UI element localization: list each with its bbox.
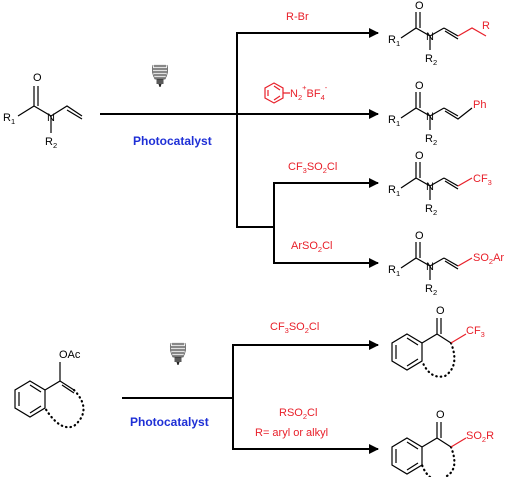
scheme2-catalyst-label: Photocatalyst — [130, 415, 209, 429]
svg-text:O: O — [436, 409, 445, 421]
light-bulb-icon — [151, 63, 169, 89]
scheme1-catalyst-label: Photocatalyst — [133, 134, 212, 148]
scheme2-starting-enol-acetate: OAc — [14, 349, 85, 429]
svg-text:O: O — [415, 80, 424, 92]
product4-sulfonyl: SO2Ar — [473, 252, 504, 266]
svg-text:R1: R1 — [388, 114, 400, 128]
scheme1-starting-enamide: O N R1 R2 — [3, 72, 83, 150]
start-oac: OAc — [59, 349, 81, 361]
svg-text:N: N — [426, 31, 434, 43]
product2-phenyl: Ph — [473, 99, 486, 111]
reagent-aryl-diazonium: N2+BF4- — [264, 82, 328, 104]
svg-text:N: N — [426, 261, 434, 273]
product-trifluoromethylated-enamide: O N R1 R2 CF3 — [388, 150, 492, 217]
reagent2-triflyl-chloride: CF3SO2Cl — [270, 321, 319, 335]
svg-text:O: O — [415, 230, 424, 242]
svg-text:N2+BF4-: N2+BF4- — [290, 83, 328, 102]
svg-text:R2: R2 — [425, 203, 437, 217]
svg-text:R1: R1 — [388, 34, 400, 48]
svg-text:R2: R2 — [425, 133, 437, 147]
svg-text:R2: R2 — [425, 283, 437, 297]
product-sulfonylated-enamide: O N R1 R2 SO2Ar — [388, 230, 504, 297]
product-alpha-cf3-ketone: O CF3 — [391, 305, 485, 378]
svg-text:N: N — [426, 111, 434, 123]
s2-product1-cf3: CF3 — [466, 325, 485, 339]
reagent2-r-definition: R= aryl or alkyl — [255, 427, 328, 439]
svg-text:R1: R1 — [388, 264, 400, 278]
reagent2-sulfonyl-chloride: RSO2Cl — [279, 407, 317, 421]
svg-text:R1: R1 — [388, 184, 400, 198]
reagent-arylsulfonyl-chloride: ArSO2Cl — [291, 240, 332, 254]
s2-product2-sulfonyl: SO2R — [466, 430, 494, 444]
start-r2: R2 — [45, 136, 57, 150]
reagent-alkyl-bromide: R-Br — [286, 11, 309, 23]
svg-text:O: O — [436, 305, 445, 317]
scheme1-arrows — [100, 28, 379, 268]
product3-cf3: CF3 — [473, 173, 492, 187]
product-alkylated-enamide: O N R1 R2 R — [388, 0, 490, 67]
product1-r-group: R — [482, 20, 490, 32]
start-r1: R1 — [3, 112, 15, 126]
reagent-triflyl-chloride: CF3SO2Cl — [288, 161, 337, 175]
product-arylated-enamide: O N R1 R2 Ph — [388, 80, 486, 147]
svg-text:R2: R2 — [425, 53, 437, 67]
light-bulb-icon — [169, 341, 187, 367]
svg-text:O: O — [415, 150, 424, 162]
svg-text:N: N — [426, 181, 434, 193]
scheme2-arrows — [122, 340, 379, 454]
start-oxygen: O — [33, 72, 42, 84]
product-alpha-sulfonyl-ketone: O SO2R — [391, 409, 494, 477]
svg-text:O: O — [415, 0, 424, 12]
start-nitrogen: N — [47, 112, 55, 124]
